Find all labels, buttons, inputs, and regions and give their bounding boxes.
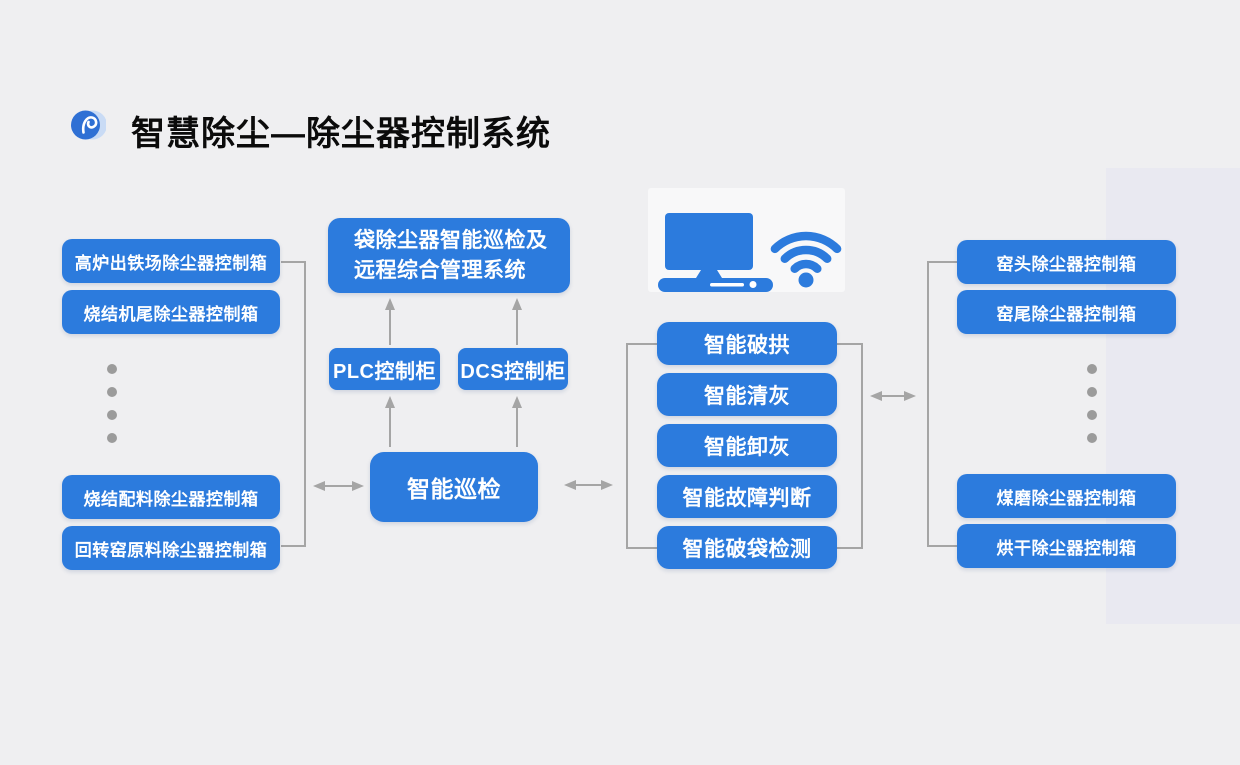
dot [1087,364,1097,374]
function-node: 智能破拱 [657,322,837,365]
dot [107,387,117,397]
dot [1087,433,1097,443]
control-box-node: 烧结机尾除尘器控制箱 [62,290,280,334]
functions-left-bracket [626,343,658,549]
ellipsis-dots-right [1087,364,1097,443]
right-bracket [927,261,957,547]
right-control-box-list-bottom: 煤磨除尘器控制箱烘干除尘器控制箱 [957,474,1176,568]
function-node: 智能破袋检测 [657,526,837,569]
control-box-node: 烧结配料除尘器控制箱 [62,475,280,519]
function-node: 智能故障判断 [657,475,837,518]
function-list: 智能破拱智能清灰智能卸灰智能故障判断智能破袋检测 [657,322,837,569]
management-system-node: 袋除尘器智能巡检及 远程综合管理系统 [328,218,570,293]
function-node: 智能卸灰 [657,424,837,467]
control-box-node: 高炉出铁场除尘器控制箱 [62,239,280,283]
control-box-node: 烘干除尘器控制箱 [957,524,1176,568]
page-title: 智慧除尘—除尘器控制系统 [131,115,551,153]
right-control-box-list-top: 窑头除尘器控制箱窑尾除尘器控制箱 [957,240,1176,334]
functions-right-bracket [836,343,863,549]
control-box-node: 煤磨除尘器控制箱 [957,474,1176,518]
network-card [648,188,845,292]
control-box-node: 窑尾除尘器控制箱 [957,290,1176,334]
control-box-node: 窑头除尘器控制箱 [957,240,1176,284]
left-bracket [281,261,306,547]
wifi-icon [770,231,842,288]
management-system-line1: 袋除尘器智能巡检及 [354,228,548,252]
ellipsis-dots-left [107,364,117,443]
dot [107,410,117,420]
computer-icon [658,213,773,292]
dcs-cabinet-node: DCS控制柜 [458,348,568,390]
management-system-line2: 远程综合管理系统 [354,258,526,282]
dot [1087,387,1097,397]
function-node: 智能清灰 [657,373,837,416]
control-box-node: 回转窑原料除尘器控制箱 [62,526,280,570]
logo-icon [71,110,106,140]
network-icons [658,213,842,292]
dot [107,433,117,443]
left-control-box-list-bottom: 烧结配料除尘器控制箱回转窑原料除尘器控制箱 [62,475,280,570]
plc-cabinet-node: PLC控制柜 [329,348,440,390]
dot [107,364,117,374]
smart-inspection-node: 智能巡检 [370,452,538,522]
left-control-box-list-top: 高炉出铁场除尘器控制箱烧结机尾除尘器控制箱 [62,239,280,334]
dot [1087,410,1097,420]
